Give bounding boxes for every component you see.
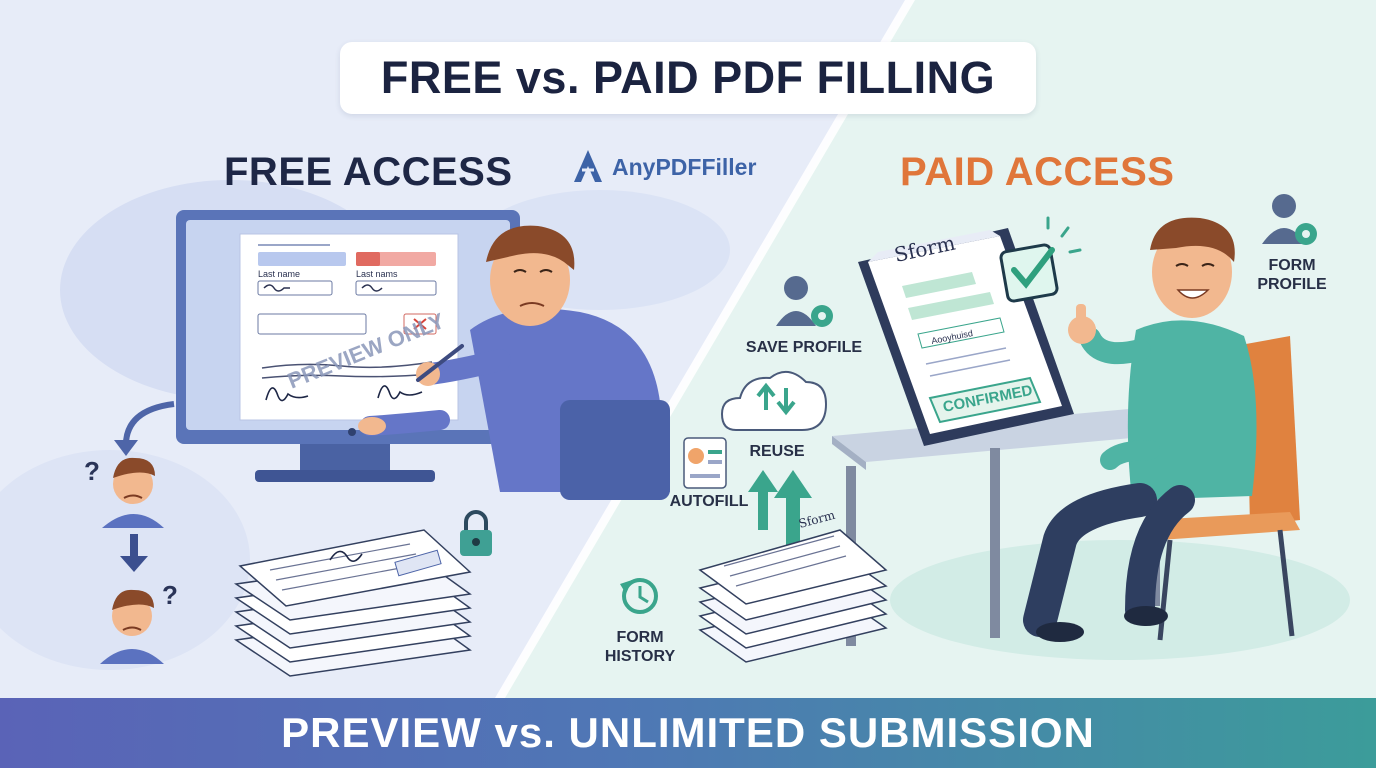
form-profile-label: FORM PROFILE [1254,256,1330,294]
save-profile-label: SAVE PROFILE [745,339,863,356]
preview-form-sheet: Last name Last nams PREVIEW ONLY [239,233,459,421]
history-icon [620,578,658,614]
paid-paper-stack: Sform [698,508,888,663]
confused-avatar-2: ? [100,580,178,664]
paid-access-heading: PAID ACCESS [900,150,1175,194]
cloud-icon [720,371,828,431]
user-gear-icon [1262,194,1317,245]
reuse-label: REUSE [749,443,805,460]
brand-name: AnyPDFFiller [612,153,757,180]
page-title: FREE vs. PAID PDF FILLING [380,52,996,103]
autofill-doc-icon [683,437,727,489]
question-mark-icon: ? [162,580,178,610]
free-access-heading: FREE ACCESS [224,150,513,194]
title-banner: FREE vs. PAID PDF FILLING [340,42,1036,114]
brand-logo-icon [574,150,602,182]
happy-user-illustration [1023,217,1257,642]
reuse-arrows-icon [748,470,812,548]
field-label-last-nams: Last nams [356,269,398,279]
brand: AnyPDFFiller [572,150,756,184]
autofill-label: AUTOFILL [669,493,749,510]
form-history-label: FORM HISTORY [598,628,682,666]
footer-text: PREVIEW vs. UNLIMITED SUBMISSION [281,709,1095,756]
form-profile-line2: PROFILE [1257,276,1327,293]
form-profile-line1: FORM [1268,257,1316,274]
field-label-last-name: Last name [258,269,300,279]
chair [1150,336,1300,641]
footer-banner: PREVIEW vs. UNLIMITED SUBMISSION [0,698,1376,768]
frustrated-user-illustration [358,225,670,500]
form-history-line2: HISTORY [604,648,676,665]
locked-paper-stack [233,529,472,677]
down-arrow-icon [120,534,148,572]
form-history-line1: FORM [616,629,664,646]
user-gear-icon [776,276,833,327]
question-mark-icon: ? [84,456,100,486]
confused-avatar-1: ? [84,456,164,528]
checkbox-check-icon [999,216,1082,303]
lock-icon [460,510,492,556]
